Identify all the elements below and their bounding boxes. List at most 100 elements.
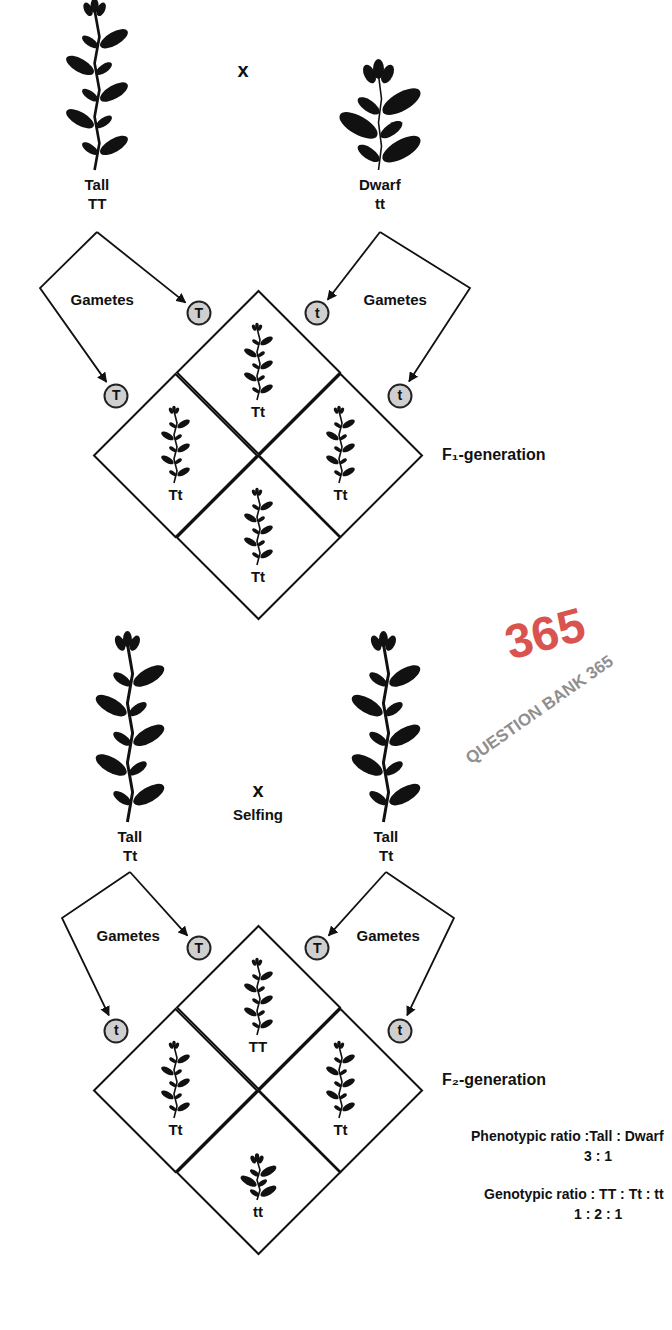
plant-flower xyxy=(123,631,132,647)
plant-leaflet xyxy=(251,973,260,981)
parent-genotype: tt xyxy=(375,195,385,213)
gamete-fill xyxy=(105,384,128,407)
plant-leaf xyxy=(325,1088,340,1100)
parent-phenotype: Tall xyxy=(374,828,399,846)
plant-leaf xyxy=(160,1088,175,1100)
genotype-label: Tt xyxy=(251,568,265,586)
plant-stem xyxy=(339,1046,342,1118)
gametes-label: Gametes xyxy=(71,291,134,309)
plant-leaf xyxy=(258,335,273,347)
plant-leaflet xyxy=(251,997,260,1005)
plant-leaf xyxy=(97,25,131,52)
plant-leaf xyxy=(176,1076,191,1088)
plant-flower xyxy=(337,405,341,412)
gametes-label: Gametes xyxy=(97,927,160,945)
tall-pea-plant xyxy=(160,405,191,482)
plant-stem xyxy=(174,411,177,483)
plant-leaf xyxy=(63,52,97,79)
plant-leaflet xyxy=(168,1104,177,1112)
plant-leaf xyxy=(325,429,340,441)
plant-leaf xyxy=(63,105,97,132)
plant-leaflet xyxy=(256,1178,268,1188)
plant-flower xyxy=(91,0,99,13)
plant-stem xyxy=(256,963,259,1035)
plant-leaf xyxy=(176,1100,191,1112)
gamete-arrow xyxy=(130,872,187,936)
genotype-label: Tt xyxy=(168,1121,182,1139)
gamete-fill xyxy=(105,1019,128,1042)
plant-flower xyxy=(255,323,259,330)
plant-leaflet xyxy=(94,113,114,131)
plant-leaf xyxy=(341,441,356,453)
plant-leaflet xyxy=(251,338,260,346)
plant-leaflet xyxy=(256,374,265,382)
plant-leaflet xyxy=(168,469,177,477)
plant-leaf xyxy=(386,780,423,810)
plant-leaf xyxy=(341,465,356,477)
plant-leaf xyxy=(258,970,273,982)
gamete-fill xyxy=(187,937,210,960)
gamete-fill xyxy=(388,384,411,407)
plant-leaflet xyxy=(127,699,149,719)
genotype-label: tt xyxy=(253,1203,263,1221)
gamete-circle: t xyxy=(387,383,413,409)
tall-pea-plant xyxy=(325,1040,356,1117)
plant-leaflet xyxy=(339,457,348,465)
plant-flower xyxy=(379,631,388,647)
plant-stem xyxy=(174,1046,177,1118)
plant-stem xyxy=(256,328,259,400)
plant-leaf xyxy=(258,383,273,395)
genotype-label: Tt xyxy=(333,486,347,504)
selfing-label: Selfing xyxy=(233,806,283,824)
plant-leaflet xyxy=(256,539,265,547)
gamete-circle: T xyxy=(304,935,330,961)
plant-leaf xyxy=(176,1052,191,1064)
plant-flower xyxy=(172,1040,176,1047)
plant-leaf xyxy=(242,982,257,994)
plant-leaflet xyxy=(333,421,342,429)
tall-pea-plant xyxy=(242,488,273,565)
cross-sign: x xyxy=(253,778,264,802)
plant-leaf xyxy=(92,691,129,721)
cell-border xyxy=(259,374,422,537)
punnett-cell: Tt xyxy=(258,373,423,538)
plant-leaflet xyxy=(251,527,260,535)
plant-leaflet xyxy=(127,759,149,779)
plant-leaflet xyxy=(174,433,183,441)
plant-leaf xyxy=(258,548,273,560)
plant-leaflet xyxy=(251,503,260,511)
dwarf-pea-plant xyxy=(335,59,424,170)
plant-leaflet xyxy=(256,1009,265,1017)
watermark: QUESTION BANK 365 xyxy=(462,651,618,768)
plant-leaf xyxy=(378,83,424,120)
genotype-label: Tt xyxy=(168,486,182,504)
cell-border xyxy=(94,1009,257,1172)
plant-leaf xyxy=(341,1100,356,1112)
plant-leaf xyxy=(130,780,167,810)
plant-leaf xyxy=(341,1076,356,1088)
plant-leaf xyxy=(97,79,131,106)
plant-leaf xyxy=(325,1064,340,1076)
gamete-arrow xyxy=(328,232,380,300)
parent-phenotype: Dwarf xyxy=(359,176,401,194)
plant-flower xyxy=(255,958,259,965)
parent-phenotype: Tall xyxy=(118,828,143,846)
plant-leaflet xyxy=(378,118,406,142)
cell-border xyxy=(94,374,257,537)
plant-flower xyxy=(255,488,259,495)
ratio-value: 1 : 2 : 1 xyxy=(574,1206,622,1223)
parent-genotype: Tt xyxy=(123,847,137,865)
plant-leaf xyxy=(348,750,385,780)
tall-pea-plant xyxy=(92,631,167,822)
watermark: 365 xyxy=(499,596,591,672)
plant-leaf xyxy=(176,465,191,477)
plant-leaflet xyxy=(80,140,100,158)
tall-pea-plant xyxy=(160,1040,191,1117)
plant-leaf xyxy=(386,720,423,750)
punnett-cell: Tt xyxy=(93,373,258,538)
cell-border xyxy=(177,456,340,619)
plant-leaflet xyxy=(333,1056,342,1064)
punnett-cell-outline xyxy=(176,925,341,1090)
plant-leaf xyxy=(242,536,257,548)
plant-leaflet xyxy=(383,759,405,779)
